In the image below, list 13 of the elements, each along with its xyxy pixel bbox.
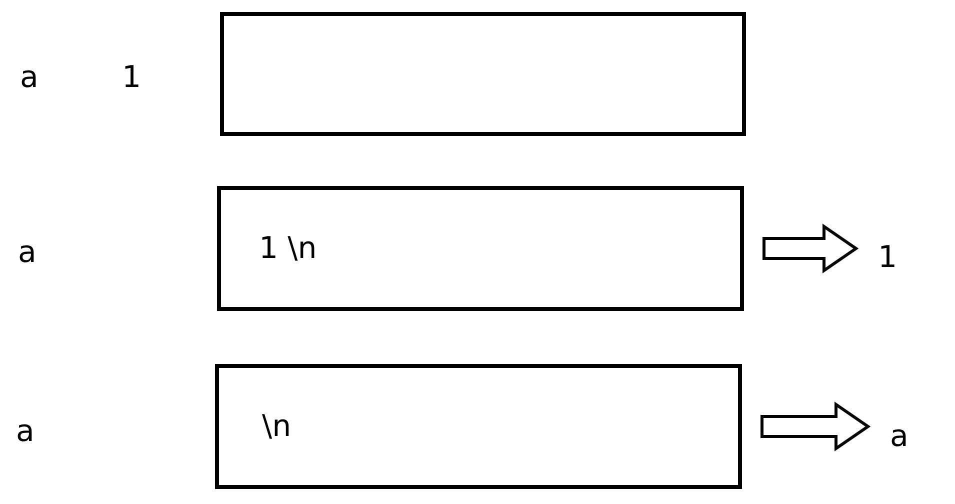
text-box xyxy=(215,364,742,489)
arrow xyxy=(762,224,859,274)
label-text: a xyxy=(16,415,34,449)
output-text: 1 xyxy=(878,241,904,275)
box-text: \n xyxy=(262,410,292,444)
label-text: a xyxy=(20,61,38,95)
label-text: a xyxy=(18,236,36,270)
output-text: a xyxy=(890,420,916,454)
empty-box xyxy=(220,12,746,136)
box-text: 1 \n xyxy=(259,232,317,266)
arrow xyxy=(760,402,871,452)
label-text: 1 xyxy=(122,61,142,95)
text-box xyxy=(217,186,744,311)
